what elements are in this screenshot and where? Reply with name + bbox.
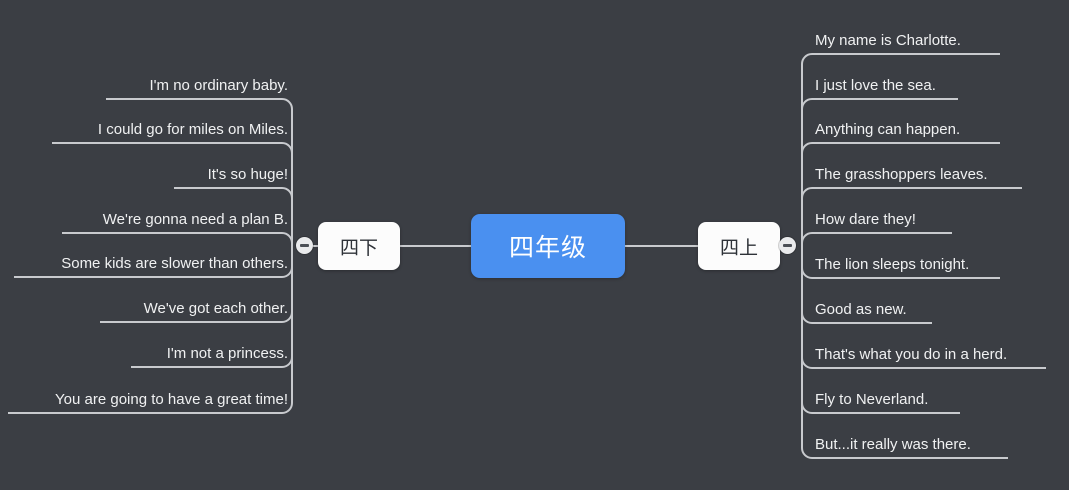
leaf-right-6[interactable]: The lion sleeps tonight. (815, 256, 970, 273)
leaf-right-2[interactable]: I just love the sea. (815, 77, 936, 94)
leaf-right-3[interactable]: Anything can happen. (815, 121, 961, 138)
branch-node-left[interactable]: 四下 (318, 222, 400, 270)
leaf-right-10[interactable]: But...it really was there. (815, 436, 971, 453)
leaf-right-5[interactable]: How dare they! (815, 211, 916, 228)
leaf-right-1[interactable]: My name is Charlotte. (815, 32, 961, 49)
collapse-toggle-left[interactable] (296, 237, 313, 254)
leaf-left-5[interactable]: Some kids are slower than others. (61, 255, 288, 272)
leaf-left-3[interactable]: It's so huge! (207, 166, 288, 183)
leaf-left-8[interactable]: You are going to have a great time! (55, 391, 288, 408)
collapse-toggle-right[interactable] (779, 237, 796, 254)
branch-node-right[interactable]: 四上 (698, 222, 780, 270)
center-node[interactable]: 四年级 (471, 214, 625, 278)
leaf-right-9[interactable]: Fly to Neverland. (815, 391, 929, 408)
leaf-right-7[interactable]: Good as new. (815, 301, 907, 318)
leaf-left-6[interactable]: We've got each other. (143, 300, 288, 317)
leaf-right-4[interactable]: The grasshoppers leaves. (815, 166, 988, 183)
minus-icon (783, 244, 792, 247)
left-connector-4 (62, 232, 293, 246)
leaf-left-7[interactable]: I'm not a princess. (166, 345, 288, 362)
leaf-right-8[interactable]: That's what you do in a herd. (815, 346, 1008, 363)
minus-icon (300, 244, 309, 247)
leaf-left-1[interactable]: I'm no ordinary baby. (149, 77, 289, 94)
right-connector-9 (801, 256, 960, 414)
leaf-left-2[interactable]: I could go for miles on Miles. (97, 121, 288, 138)
right-connector-5 (801, 232, 952, 246)
left-connector-8 (8, 256, 293, 414)
leaf-left-4[interactable]: We're gonna need a plan B. (102, 211, 288, 228)
